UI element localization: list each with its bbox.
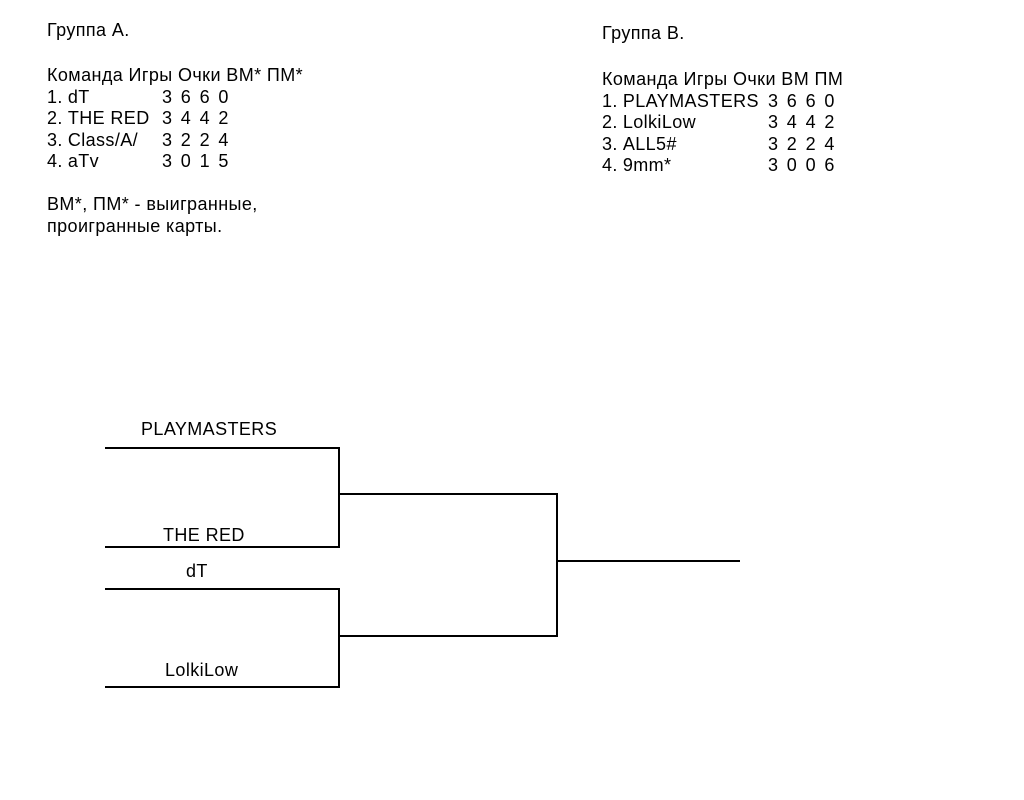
- team-name: THE RED: [67, 108, 150, 128]
- table-row: 3.Class/A/3 2 2 4: [47, 130, 303, 152]
- team-stats: 3 6 6 0: [768, 90, 835, 111]
- bracket-sf1-top-team: PLAYMASTERS: [141, 419, 278, 439]
- team-name: 9mm*: [622, 155, 672, 175]
- bracket-line: [338, 588, 340, 688]
- team-rank: 2.: [602, 112, 618, 132]
- team-name: LolkiLow: [622, 112, 697, 132]
- team-stats: 3 0 1 5: [162, 151, 229, 171]
- table-row: 1.PLAYMASTERS 3 6 6 0: [602, 91, 843, 113]
- team-stats: 3 2 2 4: [768, 133, 835, 154]
- bracket-sf1-bottom-team: THE RED: [163, 525, 245, 545]
- team-name: aTv: [67, 151, 100, 171]
- footnote: ВМ*, ПМ* - выигранные, проигранные карты…: [47, 194, 258, 237]
- table-row: 1.dT 3 6 6 0: [47, 87, 303, 109]
- team-name: Class/A/: [67, 129, 139, 150]
- group-b-header: Команда Игры Очки ВМ ПМ: [602, 69, 844, 89]
- team-stats: 3 4 4 2: [162, 108, 229, 128]
- table-row: 4.aTv 3 0 1 5: [47, 151, 303, 173]
- table-row: 2.THE RED 3 4 4 2: [47, 108, 303, 130]
- team-rank: 1.: [47, 86, 63, 107]
- bracket-sf2-bottom-team: LolkiLow: [165, 660, 239, 680]
- team-rank: 3.: [602, 133, 618, 154]
- footnote-line: проигранные карты.: [47, 215, 223, 236]
- team-rank: 4.: [602, 155, 618, 175]
- table-row: 2.LolkiLow 3 4 4 2: [602, 112, 843, 134]
- footnote-line: ВМ*, ПМ* - выигранные,: [47, 194, 258, 214]
- team-name: dT: [67, 86, 90, 107]
- bracket-line: [105, 546, 340, 548]
- team-name: PLAYMASTERS: [622, 90, 759, 111]
- bracket-line: [105, 447, 340, 449]
- bracket-line: [338, 635, 558, 637]
- team-name: ALL5#: [622, 133, 677, 154]
- team-rank: 2.: [47, 108, 63, 128]
- bracket-line: [338, 447, 340, 548]
- team-stats: 3 2 2 4: [162, 129, 229, 150]
- team-stats: 3 6 6 0: [162, 86, 229, 107]
- team-rank: 1.: [602, 90, 618, 111]
- group-b-table: Команда Игры Очки ВМ ПМ 1.PLAYMASTERS 3 6…: [602, 69, 843, 177]
- group-a-title: Группа А.: [47, 20, 130, 40]
- group-b-title: Группа В.: [602, 23, 685, 43]
- bracket-final-line: [556, 560, 740, 562]
- bracket-sf2-top-team: dT: [186, 561, 208, 581]
- group-a-table: Команда Игры Очки ВМ* ПМ* 1.dT 3 6 6 0 2.…: [47, 65, 303, 173]
- table-row: 4.9mm* 3 0 0 6: [602, 155, 843, 177]
- bracket-line: [338, 493, 558, 495]
- table-row: 3.ALL5# 3 2 2 4: [602, 134, 843, 156]
- group-a-header: Команда Игры Очки ВМ* ПМ*: [47, 65, 304, 85]
- team-stats: 3 0 0 6: [768, 155, 835, 175]
- bracket-line: [105, 686, 340, 688]
- bracket-line: [556, 493, 558, 637]
- bracket-line: [105, 588, 340, 590]
- team-rank: 3.: [47, 129, 63, 150]
- team-stats: 3 4 4 2: [768, 112, 835, 132]
- team-rank: 4.: [47, 151, 63, 171]
